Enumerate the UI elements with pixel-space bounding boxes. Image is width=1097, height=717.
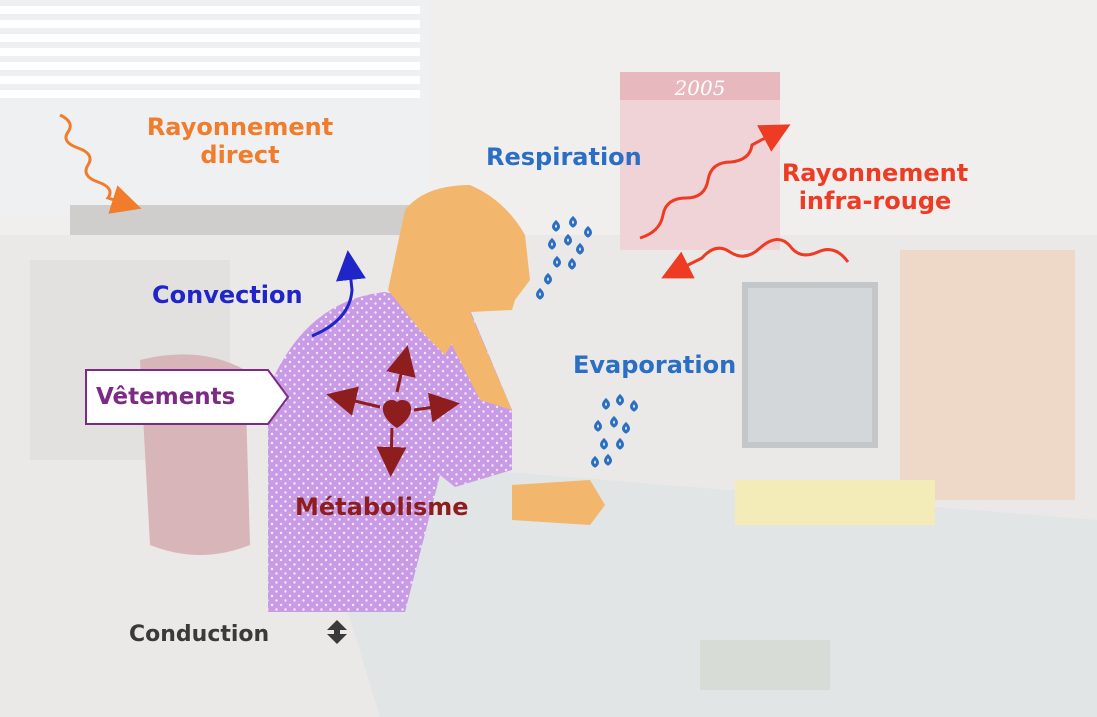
droplet-icon — [591, 455, 599, 468]
label-convection: Convection — [152, 281, 303, 309]
arm-skin — [445, 312, 512, 410]
droplet-icon — [553, 255, 561, 268]
yellow-folder — [735, 480, 935, 525]
magazine — [700, 640, 830, 690]
droplet-icon — [564, 233, 572, 246]
respiration-droplets — [536, 215, 592, 300]
wavy-arrow-icon — [59, 113, 142, 214]
droplet-icon — [600, 437, 608, 450]
calendar-year: 2005 — [674, 76, 726, 100]
wavy-arrow-icon — [639, 124, 791, 240]
droplet-icon — [568, 257, 576, 270]
window-blinds — [0, 6, 420, 98]
wavy-arrow-icon — [311, 250, 366, 338]
evaporation-droplets — [591, 393, 638, 468]
droplet-icon — [536, 287, 544, 300]
label-conduction: Conduction — [129, 622, 270, 647]
window — [0, 0, 430, 215]
label-rayonnement-direct: Rayonnement direct — [146, 113, 334, 169]
label-vetements: Vêtements — [96, 384, 236, 410]
droplet-icon — [544, 272, 552, 285]
label-respiration: Respiration — [486, 143, 642, 171]
label-evaporation: Evaporation — [573, 351, 737, 379]
droplet-icon — [569, 215, 577, 228]
window-sill — [70, 205, 420, 235]
droplet-icon — [616, 437, 624, 450]
hand — [512, 480, 605, 525]
droplet-icon — [552, 219, 560, 232]
arrow-right-icon — [413, 392, 460, 423]
computer-monitor — [742, 282, 878, 448]
vetements-callout — [85, 369, 290, 425]
label-metabolisme: Métabolisme — [295, 493, 469, 521]
droplet-icon — [604, 453, 612, 466]
droplet-icon — [576, 242, 584, 255]
droplet-icon — [622, 421, 630, 434]
droplet-icon — [630, 399, 638, 412]
droplet-icon — [548, 237, 556, 250]
arrow-up-icon — [386, 345, 416, 393]
heart-icon — [382, 400, 412, 428]
double-arrow-icon — [327, 620, 347, 644]
label-rayonnement-infrarouge: Rayonnement infra-rouge — [781, 159, 969, 215]
head — [388, 185, 530, 355]
droplet-icon — [616, 393, 624, 406]
calendar — [620, 72, 780, 250]
arrow-left-icon — [326, 386, 381, 416]
wavy-arrow-icon — [661, 238, 850, 279]
wall-map — [900, 250, 1075, 500]
droplet-icon — [584, 225, 592, 238]
arrow-down-icon — [376, 427, 407, 477]
droplet-icon — [594, 419, 602, 432]
droplet-icon — [610, 415, 618, 428]
droplet-icon — [602, 397, 610, 410]
